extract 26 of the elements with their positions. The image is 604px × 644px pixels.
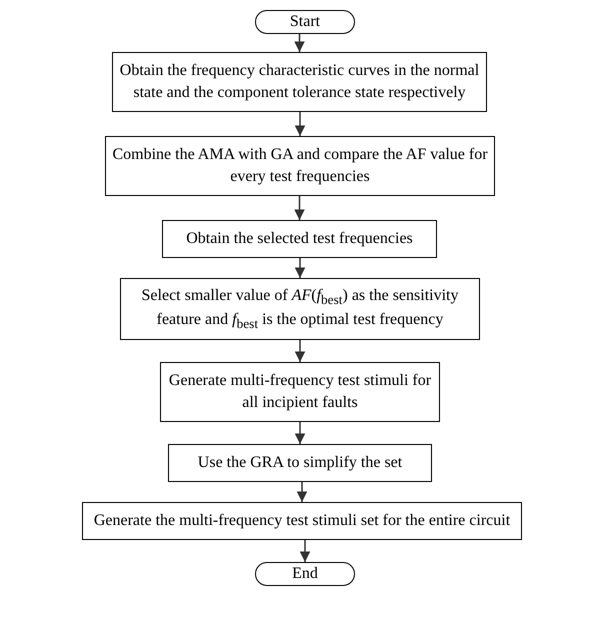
terminal-box: [255, 10, 355, 34]
process-box: [162, 220, 437, 258]
box-text: Generate the multi-frequency test stimuli set for the entire circuit: [94, 511, 510, 532]
box-text: Obtain the frequency characteristic curves in the normal state and the component tolerance state respectively: [119, 61, 480, 103]
process-box: [105, 136, 495, 196]
process-box: [160, 362, 440, 422]
arrow: [294, 112, 306, 136]
box-text: End: [292, 564, 318, 584]
box-text: Use the GRA to simplify the set: [198, 453, 402, 474]
process-box: [82, 502, 522, 540]
box-text: Combine the AMA with GA and compare the AF value for every test frequencies: [112, 145, 488, 187]
arrow: [294, 34, 305, 52]
box-text: Select smaller value of AF(f$_{best}$) as the sensitivity feature and f$_{best}$ is the optimal test frequency: [140, 286, 460, 334]
arrow: [294, 422, 306, 444]
box-text: Start: [290, 12, 320, 32]
arrow: [294, 258, 306, 278]
box-text: Generate multi-frequency test stimuli for all incipient faults: [168, 371, 432, 413]
process-box: [168, 444, 432, 482]
process-box: [112, 52, 487, 112]
terminal-box: [255, 562, 355, 586]
arrow: [296, 482, 308, 502]
arrow: [300, 540, 310, 562]
arrow: [294, 340, 306, 362]
box-text: Obtain the selected test frequencies: [186, 229, 413, 250]
process-box: [120, 278, 480, 340]
arrow: [294, 196, 305, 220]
